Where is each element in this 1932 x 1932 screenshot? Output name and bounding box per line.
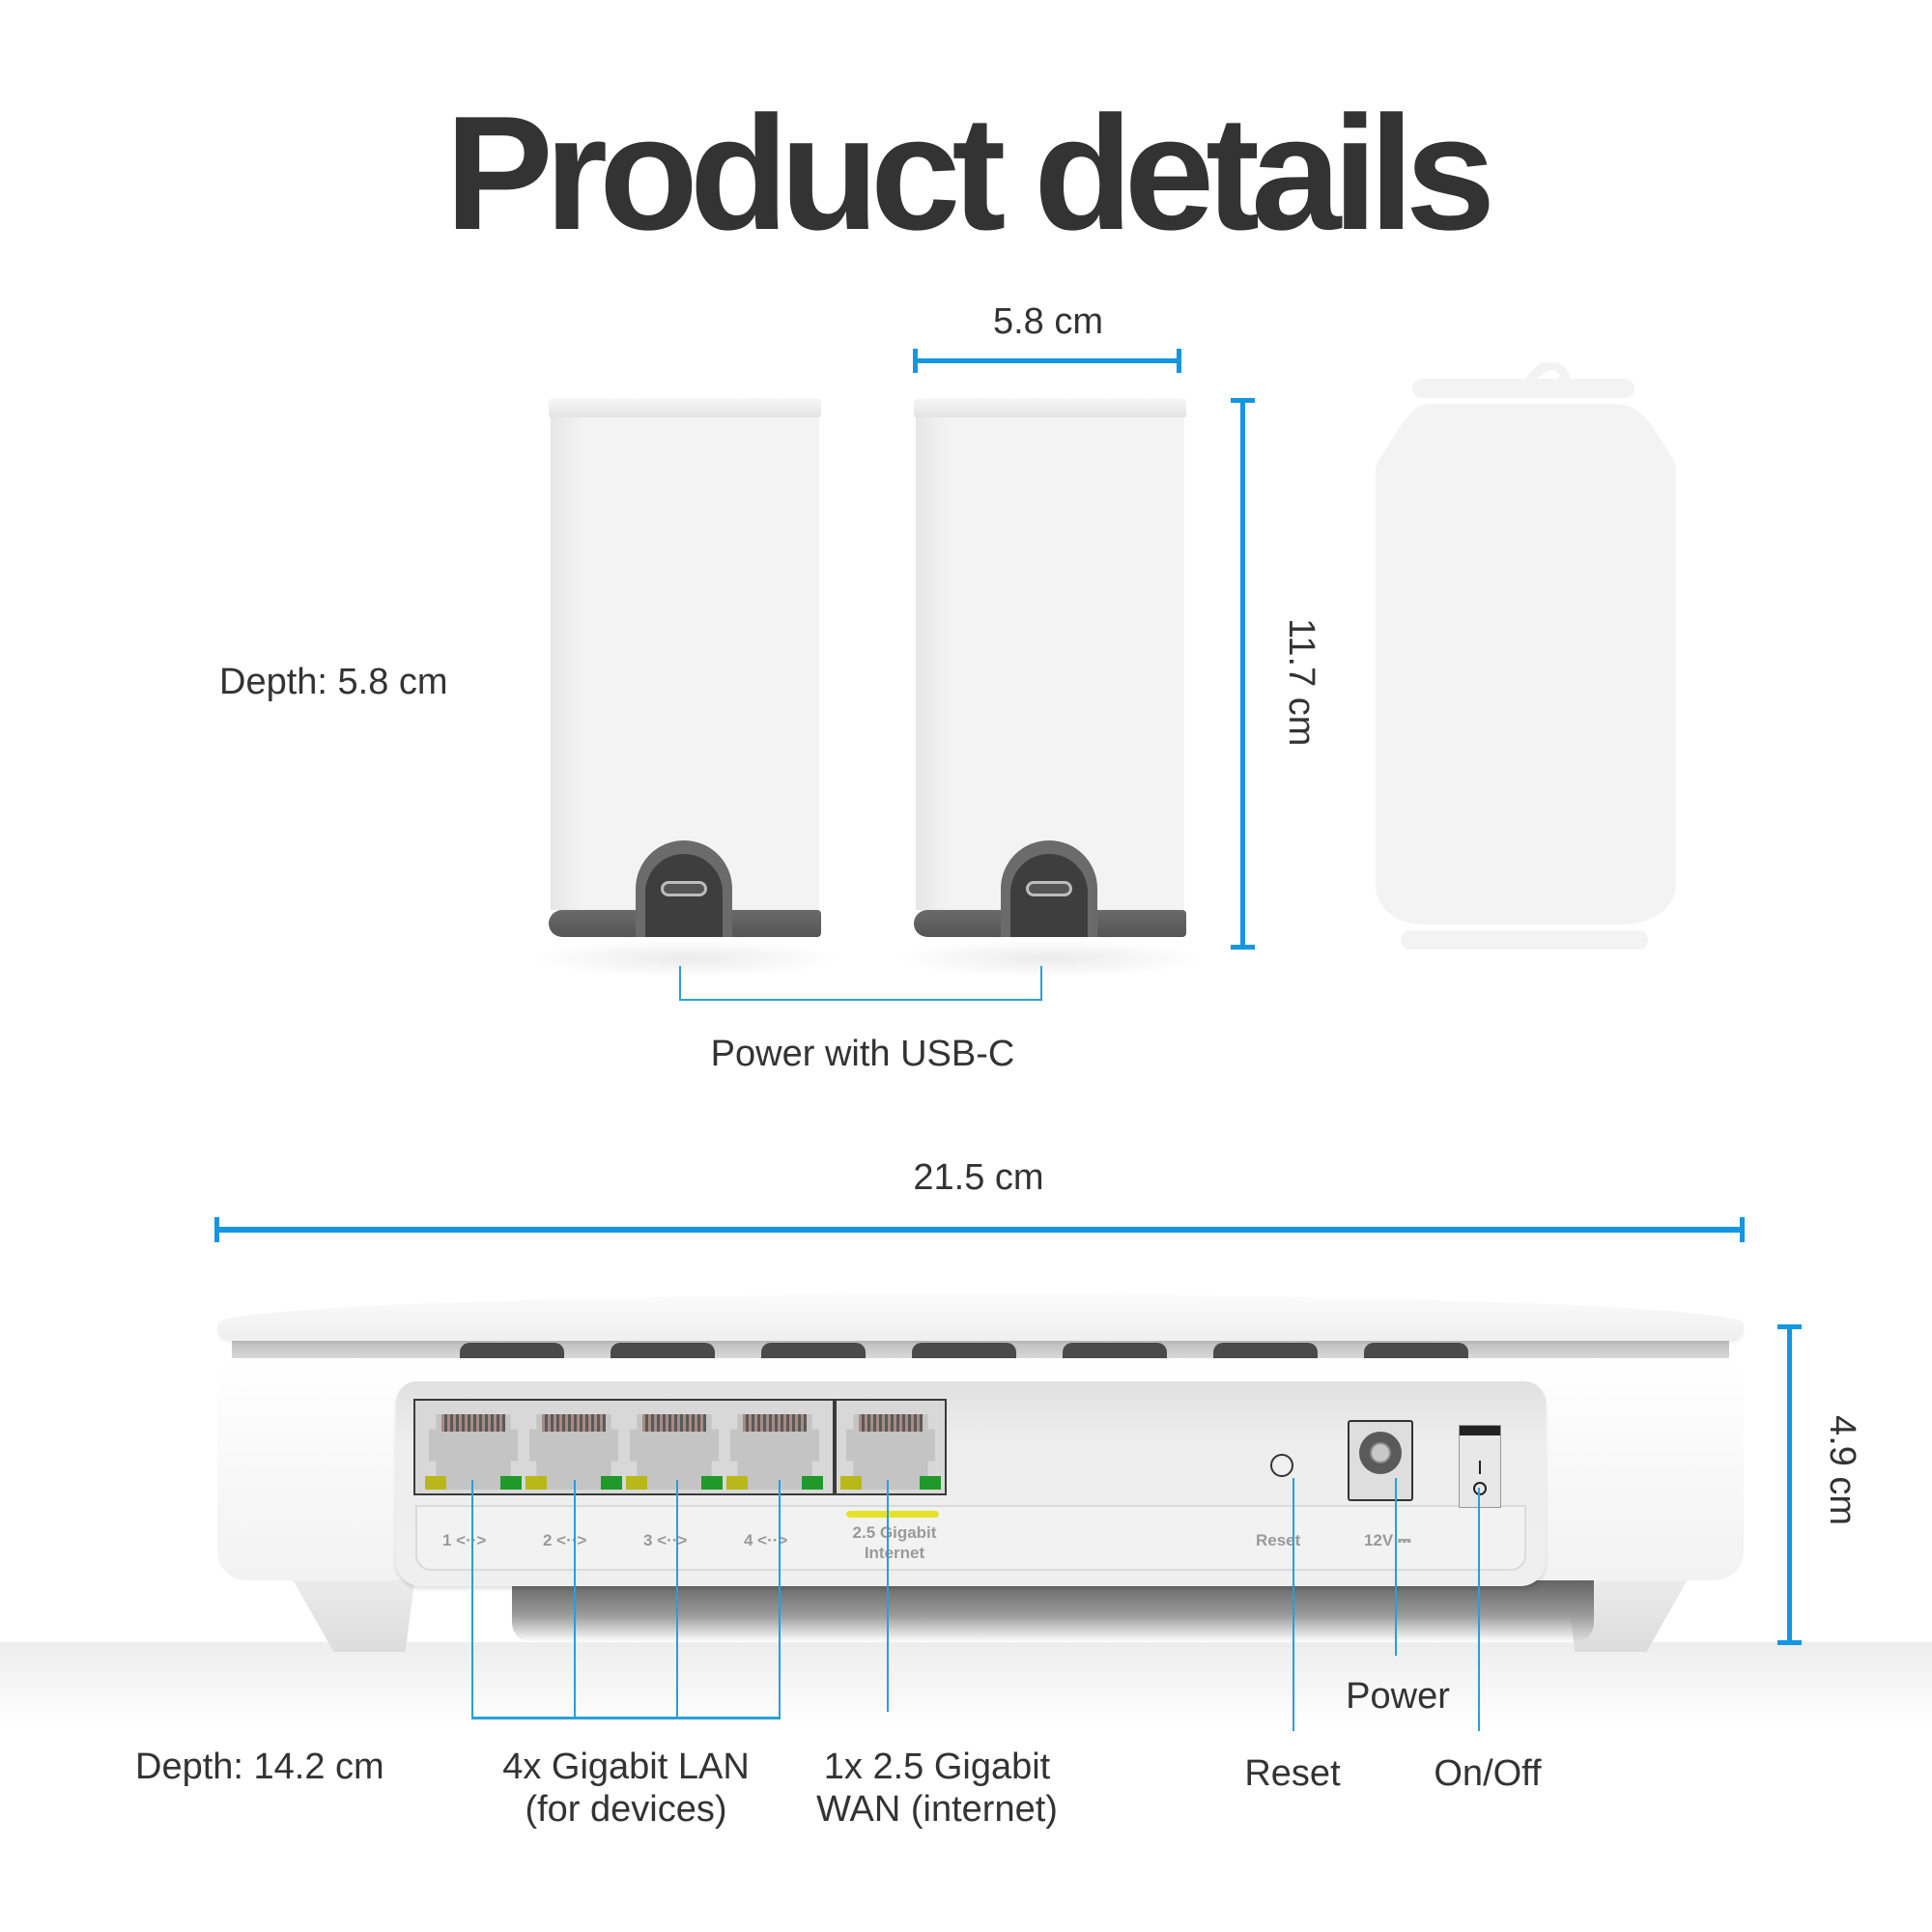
power-switch[interactable]: [1459, 1425, 1501, 1508]
wan-port-block: [835, 1399, 947, 1495]
vent-slot: [611, 1343, 715, 1358]
router-width-label: 21.5 cm: [913, 1157, 1044, 1198]
callout-line: [1293, 1478, 1294, 1731]
router-width-dimension-line: [217, 1227, 1742, 1233]
vent-slot: [460, 1343, 564, 1358]
satellite-unit-2: [895, 398, 1206, 978]
led-yellow: [526, 1476, 547, 1490]
satellite-cap: [914, 398, 1186, 417]
satellite-cap: [549, 398, 821, 417]
callout-line: [1040, 966, 1042, 1001]
dimension-tick: [1231, 945, 1255, 950]
usb-c-port-icon: [1026, 881, 1072, 896]
led-yellow: [840, 1476, 862, 1490]
satellite-body: [916, 417, 1184, 910]
power-print: 12V ⎓: [1364, 1531, 1411, 1549]
floor-shadow: [0, 1642, 1932, 1729]
dimension-tick: [214, 1217, 219, 1242]
port-print-1: 1 <··>: [442, 1531, 487, 1549]
port-print-3: 3 <··>: [643, 1531, 688, 1549]
lan-callout-line1: 4x Gigabit LAN: [502, 1747, 750, 1787]
usb-c-port-icon: [661, 881, 707, 896]
callout-line: [779, 1480, 781, 1719]
dimension-tick: [913, 349, 918, 373]
power-callout-label: Power: [1346, 1676, 1450, 1717]
reset-print: Reset: [1256, 1531, 1301, 1549]
callout-line: [574, 1480, 576, 1719]
shadow: [529, 939, 840, 978]
port-print-4: 4 <··>: [744, 1531, 788, 1549]
callout-line: [471, 1717, 781, 1719]
callout-line: [1478, 1488, 1480, 1731]
lan-callout-line2: (for devices): [525, 1788, 727, 1830]
led-green: [802, 1476, 823, 1490]
port-print-2: 2 <··>: [543, 1531, 587, 1549]
led-green: [500, 1476, 522, 1490]
dc-power-jack: [1348, 1420, 1413, 1501]
router-height-label: 4.9 cm: [1822, 1415, 1862, 1526]
wan-print-line2: Internet: [864, 1544, 925, 1563]
satellite-height-dimension-line: [1240, 400, 1245, 949]
dimension-tick: [1777, 1640, 1802, 1645]
callout-line: [679, 999, 1042, 1001]
lan-callout-label: 4x Gigabit LAN (for devices): [502, 1747, 750, 1831]
page-title: Product details: [444, 82, 1496, 264]
led-yellow: [425, 1476, 446, 1490]
vent-slot: [1364, 1343, 1468, 1358]
callout-line: [676, 1480, 678, 1719]
lan-port-block: [413, 1399, 835, 1495]
wan-highlight-bar: [846, 1511, 939, 1518]
off-symbol-icon: [1473, 1482, 1487, 1495]
router-top-cover: [217, 1294, 1744, 1341]
reset-callout-label: Reset: [1244, 1753, 1341, 1794]
callout-line: [471, 1480, 473, 1719]
vent-slot: [912, 1343, 1016, 1358]
satellite-unit-1: [529, 398, 840, 978]
wan-print: 2.5 Gigabit Internet: [846, 1522, 943, 1564]
router-height-dimension-line: [1787, 1326, 1792, 1643]
onoff-callout-label: On/Off: [1434, 1753, 1542, 1794]
led-green: [601, 1476, 622, 1490]
satellite-body: [551, 417, 819, 910]
wan-callout-line2: WAN (internet): [816, 1788, 1058, 1830]
led-green: [920, 1476, 941, 1490]
wan-callout-label: 1x 2.5 Gigabit WAN (internet): [816, 1747, 1058, 1831]
router-depth-label: Depth: 14.2 cm: [135, 1747, 384, 1787]
router-unit: 1 <··> 2 <··> 3 <··> 4 <··> 2.5 Gigabit …: [193, 1285, 1777, 1690]
vent-slot: [1213, 1343, 1318, 1358]
on-symbol-icon: [1479, 1461, 1481, 1474]
vent-slot: [761, 1343, 866, 1358]
dimension-tick: [1231, 398, 1255, 403]
callout-line: [887, 1480, 889, 1712]
shadow: [895, 939, 1206, 978]
wan-callout-line1: 1x 2.5 Gigabit: [823, 1747, 1051, 1787]
satellite-width-dimension-line: [913, 358, 1181, 363]
port-label-strip: [415, 1505, 1526, 1571]
led-yellow: [626, 1476, 647, 1490]
dimension-tick: [1177, 349, 1181, 373]
satellite-depth-label: Depth: 5.8 cm: [219, 662, 448, 702]
dimension-tick: [1777, 1324, 1802, 1329]
wan-print-line1: 2.5 Gigabit: [852, 1523, 937, 1542]
callout-line: [1395, 1478, 1397, 1656]
satellite-height-label: 11.7 cm: [1281, 618, 1321, 747]
led-green: [701, 1476, 723, 1490]
led-yellow: [726, 1476, 748, 1490]
callout-line: [679, 966, 681, 1001]
usb-c-power-label: Power with USB-C: [710, 1034, 1015, 1074]
dimension-tick: [1740, 1217, 1745, 1242]
soda-can-icon: [1376, 362, 1676, 950]
satellite-width-label: 5.8 cm: [992, 301, 1104, 342]
reset-button[interactable]: [1270, 1454, 1293, 1477]
router-foot: [290, 1575, 415, 1652]
vent-slot: [1063, 1343, 1167, 1358]
